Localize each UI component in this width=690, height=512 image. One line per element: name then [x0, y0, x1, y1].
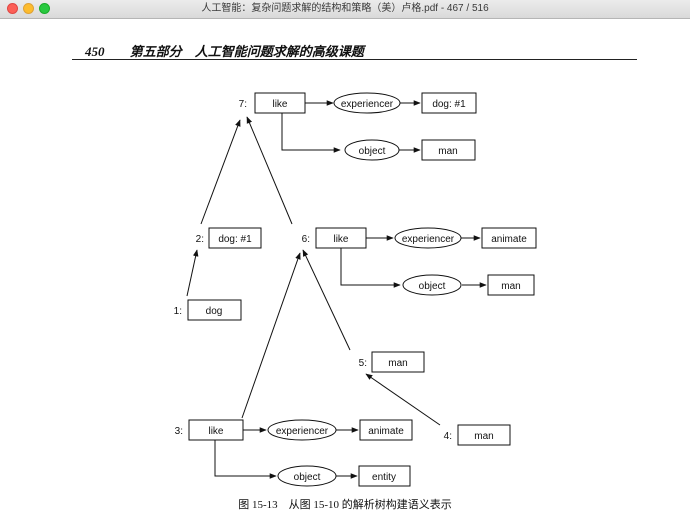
arrow-like3-object	[214, 440, 277, 479]
dog-box-1	[187, 299, 242, 321]
arrow-2-to-7	[200, 119, 241, 225]
experiencer-ellipse-7	[333, 92, 401, 114]
node-like6: like	[333, 234, 348, 245]
arrows	[186, 100, 487, 479]
label-4: 4:	[444, 431, 452, 442]
header-rule	[72, 59, 637, 60]
entity-box-3	[358, 465, 411, 487]
animate-box-3	[359, 419, 413, 441]
arrow-4-to-5	[365, 373, 441, 426]
arrow-like7-object	[281, 113, 341, 153]
object-ellipse-7	[344, 139, 400, 161]
label-7: 7:	[239, 99, 247, 110]
node-exp3: experiencer	[276, 426, 329, 437]
label-2: 2:	[196, 234, 204, 245]
node-man7: man	[438, 146, 457, 157]
node-shapes	[187, 92, 537, 487]
node-exp7: experiencer	[341, 99, 394, 110]
node-man5: man	[388, 358, 407, 369]
node-exp6: experiencer	[402, 234, 455, 245]
node-man6: man	[501, 281, 520, 292]
dog-box-2	[208, 227, 262, 249]
arrow-3-to-6	[241, 252, 301, 419]
running-title: 第五部分 人工智能问题求解的高级课题	[129, 44, 364, 59]
node-dog7: dog: #1	[432, 99, 466, 110]
pdf-page: 450 第五部分 人工智能问题求解的高级课题	[0, 19, 690, 511]
arrow-5-to-6	[302, 249, 351, 351]
node-dog2: dog: #1	[218, 234, 252, 245]
man-box-4	[457, 424, 511, 446]
experiencer-ellipse-3	[267, 419, 337, 441]
label-1: 1:	[174, 306, 182, 317]
page-number: 450	[85, 44, 105, 59]
node-obj7: object	[359, 146, 386, 157]
figure-caption: 图 15-13 从图 15-10 的解析树构建语义表示	[238, 499, 452, 511]
tree-labels: 7: 2: 6: 1: 5: 3: 4:	[174, 99, 452, 442]
close-window-button[interactable]	[7, 3, 18, 14]
like-box-7	[254, 92, 306, 114]
node-animate3: animate	[368, 426, 404, 437]
object-ellipse-6	[402, 274, 462, 296]
semantic-representation-diagram: like experiencer dog: #1 object man dog:…	[174, 92, 537, 487]
node-animate6: animate	[491, 234, 527, 245]
node-entity3: entity	[372, 472, 396, 483]
node-like7: like	[272, 99, 287, 110]
running-header: 450 第五部分 人工智能问题求解的高级课题	[85, 41, 364, 60]
animate-box-6	[481, 227, 537, 249]
like-box-3	[188, 419, 244, 441]
man-box-5	[371, 351, 425, 373]
experiencer-ellipse-6	[394, 227, 462, 249]
node-like3: like	[208, 426, 223, 437]
window-titlebar: 人工智能：复杂问题求解的结构和策略（美）卢格.pdf - 467 / 516	[0, 0, 690, 19]
man-box-6	[487, 274, 535, 296]
label-6: 6:	[302, 234, 310, 245]
label-3: 3:	[175, 426, 183, 437]
man-box-7	[421, 139, 476, 161]
label-5: 5:	[359, 358, 367, 369]
node-obj3: object	[294, 472, 321, 483]
like-box-6	[315, 227, 367, 249]
window-title: 人工智能：复杂问题求解的结构和策略（美）卢格.pdf - 467 / 516	[201, 3, 489, 14]
arrow-like6-object	[340, 247, 401, 288]
node-obj6: object	[419, 281, 446, 292]
node-labels: like experiencer dog: #1 object man dog:…	[206, 99, 528, 483]
dog-box-7	[421, 92, 477, 114]
arrow-1-to-2	[186, 249, 199, 297]
object-ellipse-3	[277, 465, 337, 487]
minimize-window-button[interactable]	[23, 3, 34, 14]
arrow-6-to-7	[246, 116, 293, 225]
zoom-window-button[interactable]	[39, 3, 50, 14]
node-dog1: dog	[206, 306, 223, 317]
node-man4: man	[474, 431, 493, 442]
